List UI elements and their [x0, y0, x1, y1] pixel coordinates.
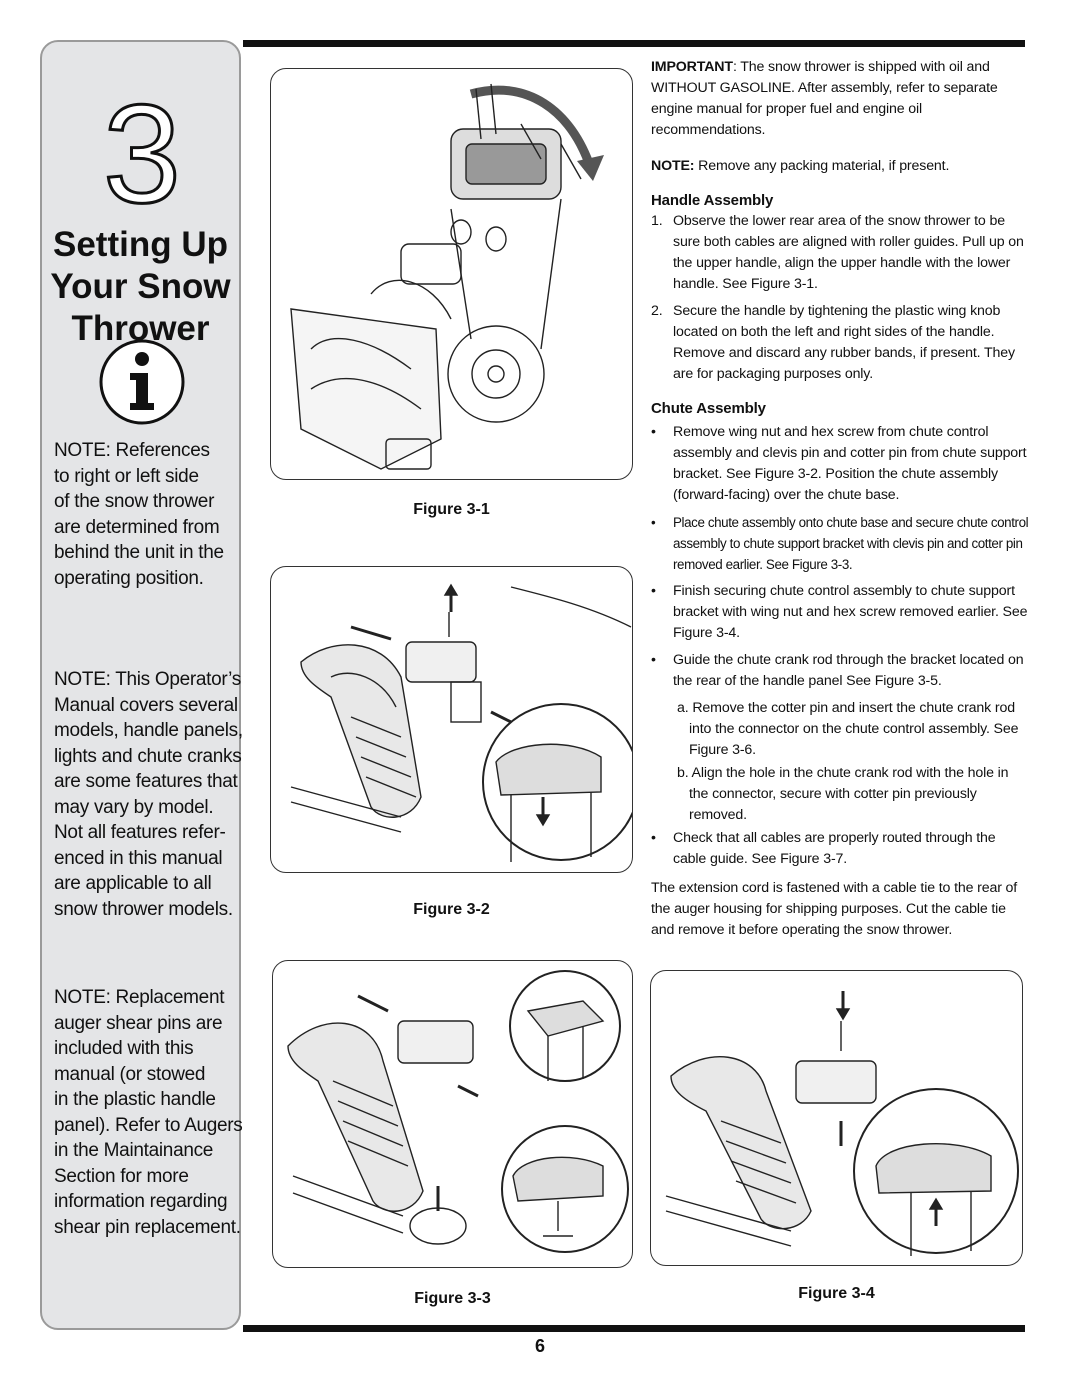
note-line: NOTE: This Operator’s [54, 669, 241, 690]
note-line: of the snow thrower [54, 491, 215, 512]
list-item: • Guide the chute crank rod through the … [651, 650, 1031, 692]
note-line: Manual covers several [54, 694, 238, 716]
note-line: in the Maintainance [54, 1140, 214, 1161]
figure-3-3-illustration [272, 960, 633, 1268]
note-line: are determined from [54, 516, 220, 538]
step-marker: 2. [651, 303, 663, 319]
note-line: panel). Refer to Augers [54, 1114, 243, 1136]
bullet-text: Place chute assembly onto chute base and… [673, 515, 1029, 572]
chapter-sidebar: 3 Setting Up Your Snow Thrower NOTE: Ref… [40, 40, 243, 1330]
note-line: behind the unit in the [54, 542, 224, 563]
note-line: Not all features refer- [54, 822, 226, 843]
info-icon [97, 337, 187, 432]
sub-item-text: a. Remove the cotter pin and insert the … [677, 700, 1019, 758]
sub-list-item: a. Remove the cotter pin and insert the … [651, 698, 1031, 761]
page-number: 6 [534, 1336, 545, 1356]
important-label: IMPORTANT [651, 59, 733, 75]
bullet-text: Remove wing nut and hex screw from chute… [673, 424, 1027, 503]
chute-assembly-steps: • Remove wing nut and hex screw from chu… [651, 422, 1031, 941]
note-line: lights and chute cranks [54, 745, 242, 767]
note-operators-manual: NOTE: This Operator’s Manual covers seve… [54, 667, 243, 922]
list-item: 2. Secure the handle by tightening the p… [651, 301, 1031, 385]
chapter-title: Setting Up Your Snow Thrower [42, 224, 239, 350]
figure-caption: Figure 3-2 [413, 901, 490, 918]
step-marker: 1. [651, 213, 663, 229]
note-line: manual (or stowed [54, 1063, 206, 1085]
note-line: to right or left side [54, 465, 199, 487]
chute-assembly-heading: Chute Assembly [651, 400, 766, 417]
note-line: may vary by model. [54, 796, 214, 818]
sub-list-item: b. Align the hole in the chute crank rod… [651, 763, 1031, 826]
note-line: in the plastic handle [54, 1089, 216, 1110]
bullet: • [651, 515, 656, 530]
note-line: are applicable to all [54, 873, 212, 894]
note-line: snow thrower models. [54, 898, 233, 920]
list-item: • Remove wing nut and hex screw from chu… [651, 422, 1031, 506]
list-item: 1. Observe the lower rear area of the sn… [651, 211, 1031, 295]
step-text: Secure the handle by tightening the plas… [673, 303, 1015, 382]
note-text: Remove any packing material, if present. [694, 158, 950, 174]
important-text: : The snow thrower is shipped with oil a… [651, 59, 998, 138]
figure-caption: Figure 3-1 [413, 501, 490, 518]
list-item: • Place chute assembly onto chute base a… [651, 512, 1031, 575]
figure-3-2-illustration [270, 566, 633, 873]
bullet: • [651, 652, 656, 668]
note-line: operating position. [54, 567, 204, 589]
note-line: NOTE: References [54, 440, 210, 461]
chapter-number: 3 [42, 74, 239, 234]
extension-cord-paragraph: The extension cord is fastened with a ca… [651, 880, 1018, 938]
note-line: shear pin replacement. [54, 1216, 241, 1238]
chapter-number-graphic: 3 [102, 74, 183, 234]
bullet: • [651, 424, 656, 440]
bottom-rule [243, 1325, 1025, 1332]
handle-assembly-heading: Handle Assembly [651, 192, 774, 209]
list-item: • Check that all cables are properly rou… [651, 828, 1031, 870]
chapter-title-line: Setting Up [53, 225, 228, 264]
note-references: NOTE: References to right or left side o… [54, 438, 239, 591]
bullet-text: Guide the chute crank rod through the br… [673, 652, 1024, 689]
important-paragraph: IMPORTANT: The snow thrower is shipped w… [651, 57, 1031, 141]
bullet: • [651, 583, 656, 599]
note-label: NOTE: [651, 158, 695, 174]
list-item: • Finish securing chute control assembly… [651, 581, 1031, 644]
note-line: are some features that [54, 771, 238, 792]
chapter-number-text: 3 [103, 97, 181, 212]
sub-item-text: b. Align the hole in the chute crank rod… [677, 765, 1009, 823]
note-shear-pins: NOTE: Replacement auger shear pins are i… [54, 985, 243, 1240]
note-line: information regarding [54, 1191, 228, 1212]
note-line: auger shear pins are [54, 1012, 223, 1034]
top-rule [243, 40, 1025, 47]
bullet-text: Finish securing chute control assembly t… [673, 583, 1028, 641]
bullet: • [651, 830, 656, 846]
chapter-title-line: Your Snow [50, 267, 231, 306]
figure-caption: Figure 3-3 [414, 1290, 491, 1307]
figure-3-4-illustration [650, 970, 1023, 1266]
note-line: included with this [54, 1038, 194, 1059]
handle-assembly-steps: 1. Observe the lower rear area of the sn… [651, 211, 1031, 385]
note-line: NOTE: Replacement [54, 987, 225, 1008]
note-line: enced in this manual [54, 847, 223, 869]
figure-caption: Figure 3-4 [798, 1285, 875, 1302]
note-line: models, handle panels, [54, 720, 243, 741]
note-line: Section for more [54, 1165, 189, 1187]
note-paragraph: NOTE: Remove any packing material, if pr… [651, 156, 1031, 177]
figure-3-1-illustration [270, 68, 633, 480]
bullet-text: Check that all cables are properly route… [673, 830, 996, 867]
step-text: Observe the lower rear area of the snow … [673, 213, 1024, 292]
